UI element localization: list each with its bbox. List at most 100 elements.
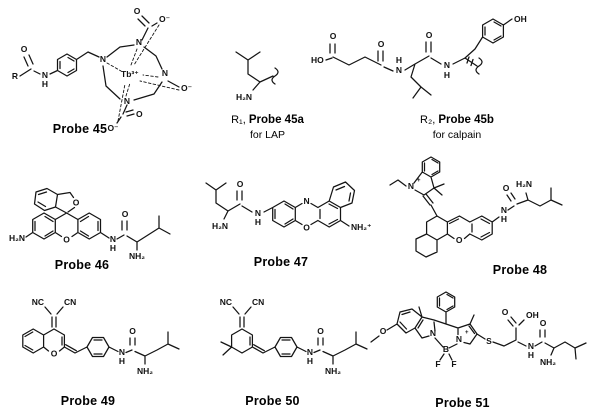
atom-N: N bbox=[528, 341, 534, 351]
atom-O: O bbox=[51, 349, 58, 359]
atom-CN: CN bbox=[252, 297, 264, 307]
probe-47-structure: H₂N O N H N O NH₂⁺ bbox=[205, 179, 372, 233]
atom-O: O bbox=[456, 235, 463, 245]
probe-50-label: Probe 50 bbox=[245, 394, 300, 408]
atom-O: O bbox=[502, 307, 509, 317]
atom-NH2: NH₂ bbox=[325, 366, 341, 376]
atom-H: H bbox=[501, 214, 507, 224]
atom-N: N bbox=[304, 196, 310, 206]
probe-45b-variant: R₂, bbox=[420, 114, 436, 126]
atom-H: H bbox=[528, 350, 534, 360]
atom-F: F bbox=[435, 359, 440, 369]
atom-N: N bbox=[42, 70, 48, 80]
atom-NC: NC bbox=[220, 297, 232, 307]
atom-O: O bbox=[378, 39, 385, 49]
probe-45b-label: R₂, Probe 45b bbox=[372, 114, 542, 126]
plus-charge: + bbox=[465, 330, 469, 336]
probe-45-label: Probe 45 bbox=[52, 122, 108, 136]
atom-N: N bbox=[430, 328, 436, 338]
coordination-dashes bbox=[106, 24, 180, 122]
atom-B: B bbox=[443, 344, 449, 354]
probe-49-bonds bbox=[22, 306, 180, 365]
atom-O: O bbox=[63, 235, 70, 245]
atom-F: F bbox=[451, 359, 456, 369]
atom-N: N bbox=[501, 205, 507, 215]
atom-NH2: NH₂ bbox=[540, 357, 556, 367]
bond-lines bbox=[25, 187, 171, 251]
atom-H2N: H₂N bbox=[9, 233, 25, 243]
atom-N: N bbox=[136, 37, 142, 47]
bond-lines bbox=[370, 291, 587, 361]
atom-OH: OH bbox=[514, 14, 527, 24]
atom-NC: NC bbox=[32, 297, 44, 307]
probe-51-label: Probe 51 bbox=[435, 396, 490, 410]
atom-N: N bbox=[396, 65, 402, 75]
probe-49-label: Probe 49 bbox=[60, 394, 116, 408]
probe-49-structure: NC CN O N H O NH₂ bbox=[22, 297, 180, 376]
atom-N: N bbox=[444, 60, 450, 70]
probe-45b-structure: HO O O H N O N H OH bbox=[311, 14, 527, 99]
atom-H: H bbox=[255, 217, 261, 227]
atom-NH2-plus: NH₂⁺ bbox=[351, 222, 372, 232]
probe-45-structure: R O N H N N N N Tb³⁺ O O⁻ O⁻ O O⁻ bbox=[12, 6, 192, 133]
atom-O: O bbox=[503, 183, 510, 193]
probe-45a-label: R₁, Probe 45a bbox=[210, 114, 325, 126]
plus-charge: + bbox=[417, 178, 421, 184]
atom-N: N bbox=[162, 68, 168, 78]
atom-O: O bbox=[237, 179, 244, 189]
atom-H2N: H₂N bbox=[212, 221, 228, 231]
atom-HO: HO bbox=[311, 55, 324, 65]
bond-lines bbox=[220, 306, 368, 365]
probe-45b-note: for calpain bbox=[432, 129, 482, 141]
probe-48-structure: N + O N H O H₂N bbox=[389, 156, 563, 258]
atom-O: O bbox=[136, 109, 143, 119]
atom-O-minus: O⁻ bbox=[181, 83, 192, 93]
atom-CN: CN bbox=[64, 297, 76, 307]
atom-O-minus: O⁻ bbox=[159, 14, 170, 24]
bond-lines bbox=[19, 15, 180, 124]
atom-O: O bbox=[122, 209, 129, 219]
atom-H: H bbox=[307, 356, 313, 366]
atom-N: N bbox=[119, 347, 125, 357]
atom-H: H bbox=[444, 70, 450, 80]
bond-lines bbox=[389, 156, 563, 258]
probe-45a-note: for LAP bbox=[249, 129, 286, 141]
probe-45a-name: Probe 45a bbox=[248, 114, 304, 126]
atom-O: O bbox=[303, 223, 310, 233]
atom-OH: OH bbox=[526, 310, 539, 320]
bond-lines bbox=[325, 18, 513, 99]
atom-O: O bbox=[73, 198, 80, 208]
atom-N: N bbox=[456, 334, 462, 344]
atom-NH2: NH₂ bbox=[129, 251, 145, 261]
probe-45a-variant: R₁, bbox=[231, 114, 246, 126]
atom-H: H bbox=[396, 55, 402, 65]
atom-N: N bbox=[100, 54, 106, 64]
probe-47-label: Probe 47 bbox=[253, 255, 309, 269]
atom-O: O bbox=[330, 31, 337, 41]
atom-N: N bbox=[408, 181, 414, 191]
atom-N: N bbox=[307, 347, 313, 357]
atom-O: O bbox=[21, 44, 28, 54]
atom-H2N: H₂N bbox=[236, 92, 252, 102]
atom-O: O bbox=[129, 326, 136, 336]
atom-N: N bbox=[255, 208, 261, 218]
probe-45b-name: Probe 45b bbox=[438, 114, 494, 126]
bond-lines bbox=[205, 181, 356, 228]
probe-50-bonds bbox=[220, 306, 368, 365]
atom-O: O bbox=[134, 6, 141, 16]
probe-45a-structure: H₂N bbox=[235, 51, 279, 102]
atom-N: N bbox=[124, 96, 130, 106]
probe-51-structure: N N + B F F O S O OH N H O NH₂ bbox=[370, 291, 587, 369]
probe-47-bonds bbox=[205, 181, 356, 228]
atom-O: O bbox=[317, 326, 324, 336]
probe-45a-bonds bbox=[235, 51, 279, 91]
atom-O-minus: O⁻ bbox=[107, 123, 118, 133]
probe-45-bonds bbox=[19, 15, 180, 124]
probe-48-label: Probe 48 bbox=[492, 263, 548, 277]
atom-N: N bbox=[110, 234, 116, 244]
bond-lines bbox=[235, 51, 279, 91]
bond-lines bbox=[22, 306, 180, 365]
atom-O: O bbox=[426, 30, 433, 40]
atom-O: O bbox=[380, 326, 387, 336]
